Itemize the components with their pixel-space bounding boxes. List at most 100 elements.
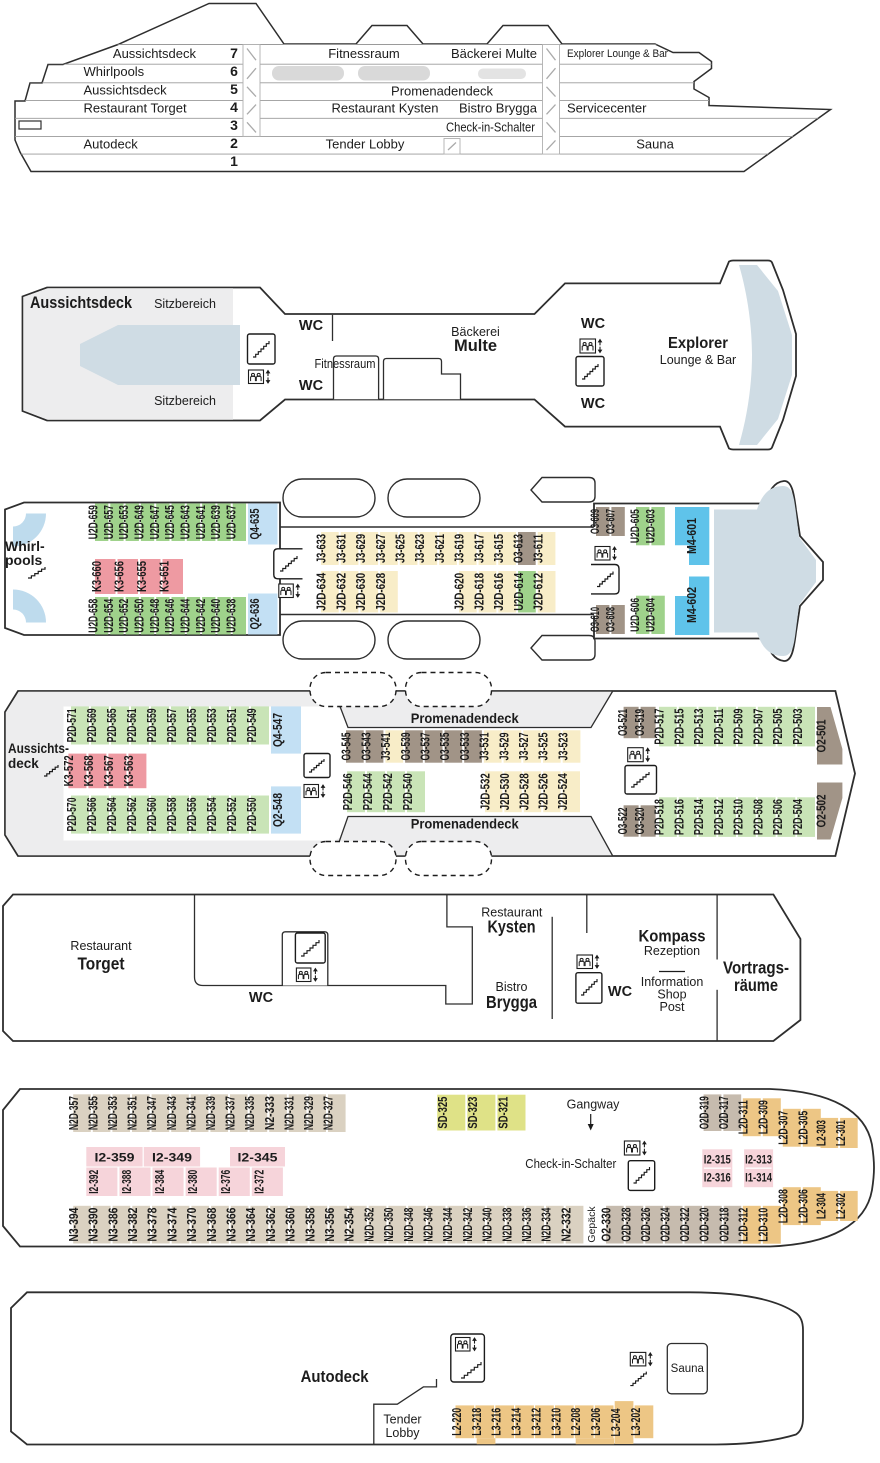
svg-text:Lounge & Bar: Lounge & Bar (660, 353, 736, 367)
svg-text:4: 4 (230, 99, 238, 115)
svg-text:J3-611: J3-611 (530, 534, 545, 563)
svg-text:N2D-344: N2D-344 (440, 1207, 455, 1241)
svg-text:N2-333: N2-333 (262, 1096, 277, 1130)
svg-text:Bäckerei Multe: Bäckerei Multe (451, 46, 537, 61)
svg-text:U2D-637: U2D-637 (224, 505, 238, 539)
svg-text:P2D-503: P2D-503 (790, 709, 805, 745)
svg-text:I2-376: I2-376 (219, 1170, 233, 1194)
svg-text:5: 5 (230, 81, 238, 97)
svg-text:Shop: Shop (657, 988, 686, 1002)
svg-text:L2D-309: L2D-309 (756, 1100, 771, 1134)
svg-text:I2-388: I2-388 (120, 1170, 134, 1194)
svg-text:J2D-532: J2D-532 (478, 773, 493, 810)
svg-text:Restaurant Torget: Restaurant Torget (84, 101, 187, 116)
svg-text:pools: pools (5, 552, 43, 568)
svg-text:Q2-636: Q2-636 (248, 598, 262, 629)
svg-text:O3-519: O3-519 (633, 709, 647, 736)
svg-text:N2D-338: N2D-338 (499, 1208, 514, 1242)
svg-text:L3-204: L3-204 (609, 1408, 623, 1436)
svg-text:U2D-645: U2D-645 (163, 505, 177, 539)
svg-text:P2D-549: P2D-549 (244, 708, 259, 742)
svg-text:3: 3 (230, 117, 238, 133)
svg-text:P2D-504: P2D-504 (790, 799, 805, 836)
svg-text:P2D-513: P2D-513 (691, 709, 706, 745)
svg-text:P2D-516: P2D-516 (671, 799, 686, 835)
svg-text:L2-220: L2-220 (450, 1408, 464, 1436)
svg-text:N2D-357: N2D-357 (66, 1096, 81, 1130)
svg-text:K3-651: K3-651 (157, 561, 172, 592)
svg-text:P2D-515: P2D-515 (671, 709, 686, 745)
svg-text:L2-301: L2-301 (834, 1120, 848, 1146)
svg-text:L3-212: L3-212 (530, 1408, 544, 1436)
svg-text:Aussichtsdeck: Aussichtsdeck (30, 294, 133, 312)
svg-text:Restaurant: Restaurant (70, 939, 132, 953)
svg-text:J2D-616: J2D-616 (491, 573, 506, 611)
svg-text:P2D-544: P2D-544 (360, 773, 375, 811)
svg-text:U2D-641: U2D-641 (194, 505, 208, 539)
svg-text:I2-313: I2-313 (745, 1153, 772, 1167)
svg-text:L2D-307: L2D-307 (776, 1111, 791, 1145)
svg-text:Vortrags-: Vortrags- (723, 958, 789, 978)
svg-text:I2-372: I2-372 (252, 1170, 266, 1194)
svg-text:P2D-512: P2D-512 (711, 799, 726, 835)
svg-text:N2D-355: N2D-355 (85, 1096, 100, 1130)
svg-text:P2D-518: P2D-518 (652, 799, 667, 835)
svg-text:P2D-550: P2D-550 (244, 798, 259, 832)
svg-text:Check-in-Schalter: Check-in-Schalter (525, 1157, 616, 1171)
svg-text:P2D-562: P2D-562 (124, 798, 139, 832)
svg-text:O2-502: O2-502 (813, 795, 828, 828)
svg-text:O3-613: O3-613 (511, 534, 526, 563)
svg-text:U2D-605: U2D-605 (628, 509, 642, 543)
svg-text:N3-370: N3-370 (184, 1208, 199, 1242)
svg-text:N2D-347: N2D-347 (144, 1096, 159, 1130)
svg-text:U2D-639: U2D-639 (209, 505, 223, 539)
svg-text:O2D-317: O2D-317 (716, 1096, 731, 1129)
svg-text:N2D-346: N2D-346 (421, 1208, 436, 1242)
svg-text:N2D-327: N2D-327 (321, 1096, 336, 1130)
svg-text:I2-349: I2-349 (152, 1151, 192, 1165)
svg-text:Tender: Tender (383, 1413, 421, 1427)
svg-text:Whirl-: Whirl- (5, 538, 45, 554)
svg-text:P2D-561: P2D-561 (124, 708, 139, 742)
svg-text:U2D-659: U2D-659 (87, 505, 101, 539)
svg-text:Information: Information (641, 975, 704, 989)
svg-text:N2D-342: N2D-342 (460, 1208, 475, 1242)
svg-text:J3-529: J3-529 (496, 733, 511, 761)
svg-text:Bistro: Bistro (496, 980, 528, 994)
svg-text:P2D-508: P2D-508 (750, 799, 765, 835)
svg-text:WC: WC (581, 396, 606, 412)
svg-text:N2D-350: N2D-350 (381, 1208, 396, 1242)
svg-text:O3-539: O3-539 (398, 733, 413, 761)
svg-text:J2D-612: J2D-612 (531, 573, 546, 611)
svg-text:N3-362: N3-362 (263, 1208, 278, 1242)
svg-text:M4-602: M4-602 (684, 587, 699, 623)
svg-text:N2D-341: N2D-341 (183, 1096, 198, 1130)
svg-text:J3-627: J3-627 (373, 534, 388, 563)
svg-text:U2D-646: U2D-646 (163, 599, 177, 633)
svg-text:M4-601: M4-601 (684, 518, 699, 554)
svg-text:WC: WC (581, 316, 606, 332)
svg-text:N3-374: N3-374 (164, 1207, 179, 1242)
svg-text:O3-533: O3-533 (457, 733, 472, 761)
svg-text:U2D-649: U2D-649 (133, 505, 147, 539)
svg-text:O2-330: O2-330 (599, 1208, 614, 1242)
svg-text:U2D-653: U2D-653 (117, 505, 131, 539)
svg-text:J3-615: J3-615 (491, 534, 506, 563)
svg-text:Aussichts-: Aussichts- (8, 741, 69, 756)
svg-text:7: 7 (230, 45, 238, 61)
svg-text:O3-543: O3-543 (358, 733, 373, 761)
svg-text:O3-545: O3-545 (339, 733, 354, 761)
svg-text:L2D-310: L2D-310 (756, 1208, 771, 1242)
svg-text:U2D-652: U2D-652 (117, 599, 131, 633)
svg-text:K3-655: K3-655 (134, 561, 149, 592)
svg-text:U2D-614: U2D-614 (511, 572, 526, 611)
svg-text:U2D-657: U2D-657 (102, 505, 116, 539)
svg-text:P2D-571: P2D-571 (64, 708, 79, 742)
svg-text:U2D-650: U2D-650 (133, 599, 147, 633)
svg-text:N2D-339: N2D-339 (203, 1096, 218, 1130)
svg-text:U2D-643: U2D-643 (179, 505, 193, 539)
svg-text:Fitnessraum: Fitnessraum (315, 357, 376, 371)
svg-text:U2D-658: U2D-658 (87, 599, 101, 633)
svg-text:J3-621: J3-621 (432, 534, 447, 563)
svg-text:P2D-564: P2D-564 (104, 797, 119, 832)
